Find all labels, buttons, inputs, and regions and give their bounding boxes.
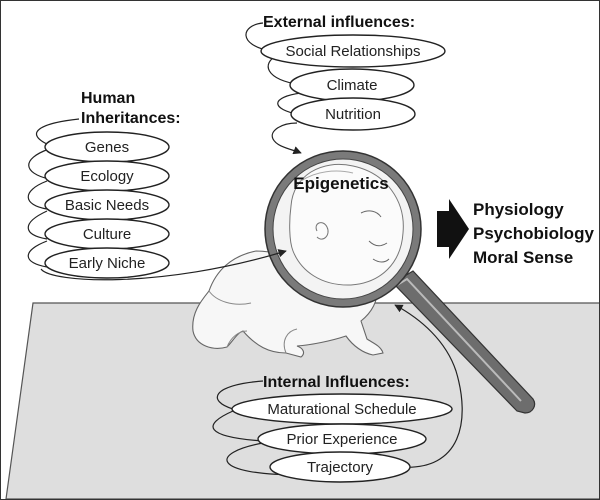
human-item-ecology: Ecology <box>44 160 170 192</box>
baby-head <box>289 164 404 286</box>
human-item-early-niche: Early Niche <box>44 247 170 279</box>
outcome-psychobiology: Psychobiology <box>473 224 594 243</box>
external-item-label: Nutrition <box>325 106 381 123</box>
human-item-label: Early Niche <box>69 255 146 272</box>
human-coil <box>27 118 287 281</box>
epigenetics-label: Epigenetics <box>293 174 388 193</box>
external-item-nutrition: Nutrition <box>290 97 416 131</box>
magnifying-glass-icon <box>264 150 536 414</box>
human-heading-line2: Inheritances: <box>81 110 181 127</box>
internal-item-trajectory: Trajectory <box>269 451 411 483</box>
internal-item-prior-experience: Prior Experience <box>257 423 427 455</box>
human-item-label: Genes <box>85 139 129 156</box>
human-item-basic-needs: Basic Needs <box>44 189 170 221</box>
human-heading-line1: Human <box>81 90 135 107</box>
external-item-climate: Climate <box>289 68 415 102</box>
internal-item-label: Maturational Schedule <box>267 401 416 418</box>
human-item-genes: Genes <box>44 131 170 163</box>
human-item-culture: Culture <box>44 218 170 250</box>
internal-coil <box>212 304 463 476</box>
external-item-social: Social Relationships <box>260 34 446 68</box>
internal-item-label: Trajectory <box>307 459 374 476</box>
internal-item-maturational: Maturational Schedule <box>231 393 453 425</box>
external-item-label: Social Relationships <box>285 43 420 60</box>
internal-heading: Internal Influences: <box>263 374 410 391</box>
human-item-label: Culture <box>83 226 131 243</box>
outcome-moral-sense: Moral Sense <box>473 248 573 267</box>
human-item-label: Ecology <box>80 168 134 185</box>
right-arrow-icon <box>437 199 469 259</box>
human-item-label: Basic Needs <box>65 197 149 214</box>
internal-item-label: Prior Experience <box>287 431 398 448</box>
external-heading: External influences: <box>263 14 415 31</box>
external-item-label: Climate <box>327 77 378 94</box>
outcome-physiology: Physiology <box>473 200 564 219</box>
